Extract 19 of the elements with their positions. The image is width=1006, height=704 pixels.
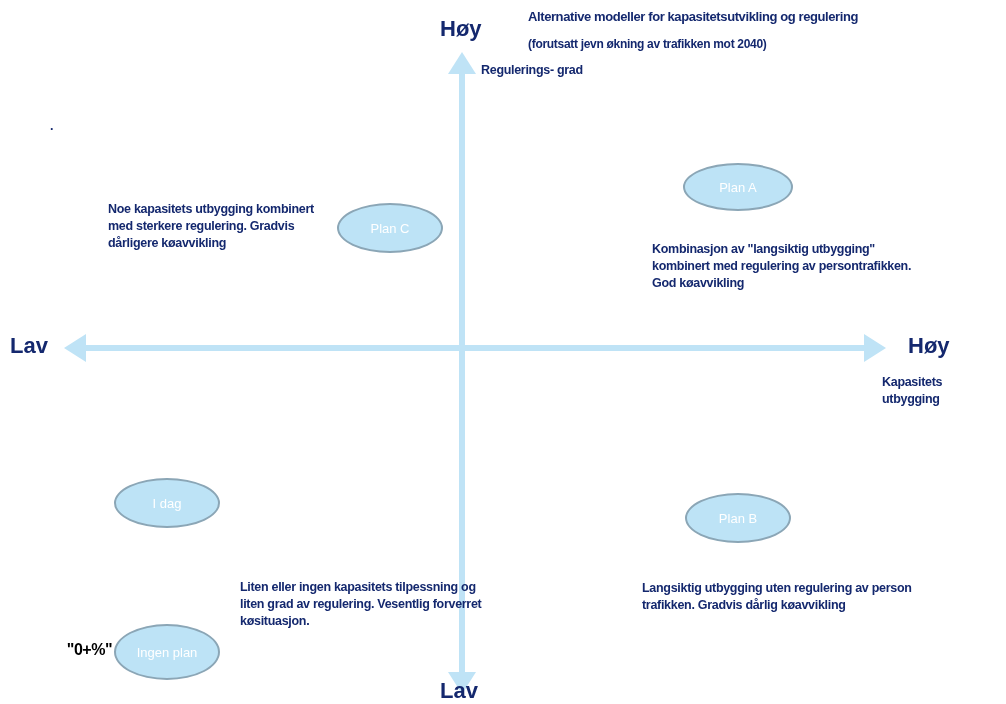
axis-label: Høy: [440, 16, 483, 42]
plan-ellipse: Plan A: [683, 163, 793, 211]
annotation-text: (forutsatt jevn økning av trafikken mot 2040): [528, 36, 768, 52]
plan-ellipse: I dag: [114, 478, 220, 528]
scenario-description: Langsiktig utbygging uten regulering av person trafikken. Gradvis dårlig køavvikling: [642, 580, 913, 614]
scenario-description: Liten eller ingen kapasitets tilpessning og liten grad av regulering. Vesentlig forverret køsituasjon.: [240, 579, 483, 630]
annotation-text: Regulerings- grad: [481, 62, 584, 79]
scenario-description: Kombinasjon av "langsiktig utbygging" kombinert med regulering av persontrafikken. God køavvikling: [652, 241, 912, 292]
diagram-title: Alternative modeller for kapasitetsutvikling og regulering: [528, 8, 860, 26]
axis-label: Høy: [908, 333, 951, 359]
plan-ellipse: Ingen plan: [114, 624, 220, 680]
axis-label: Lav: [440, 678, 479, 704]
annotation-text: Kapasitets utbygging: [882, 374, 944, 408]
scenario-description: Noe kapasitets utbygging kombinert med sterkere regulering. Gradvis dårligere køavvikling: [108, 201, 315, 252]
annotation-text: .: [50, 118, 55, 135]
axis-label: Lav: [10, 333, 49, 359]
percentage-label: "0+%": [66, 640, 112, 660]
plan-ellipse: Plan B: [685, 493, 791, 543]
plan-ellipse: Plan C: [337, 203, 443, 253]
